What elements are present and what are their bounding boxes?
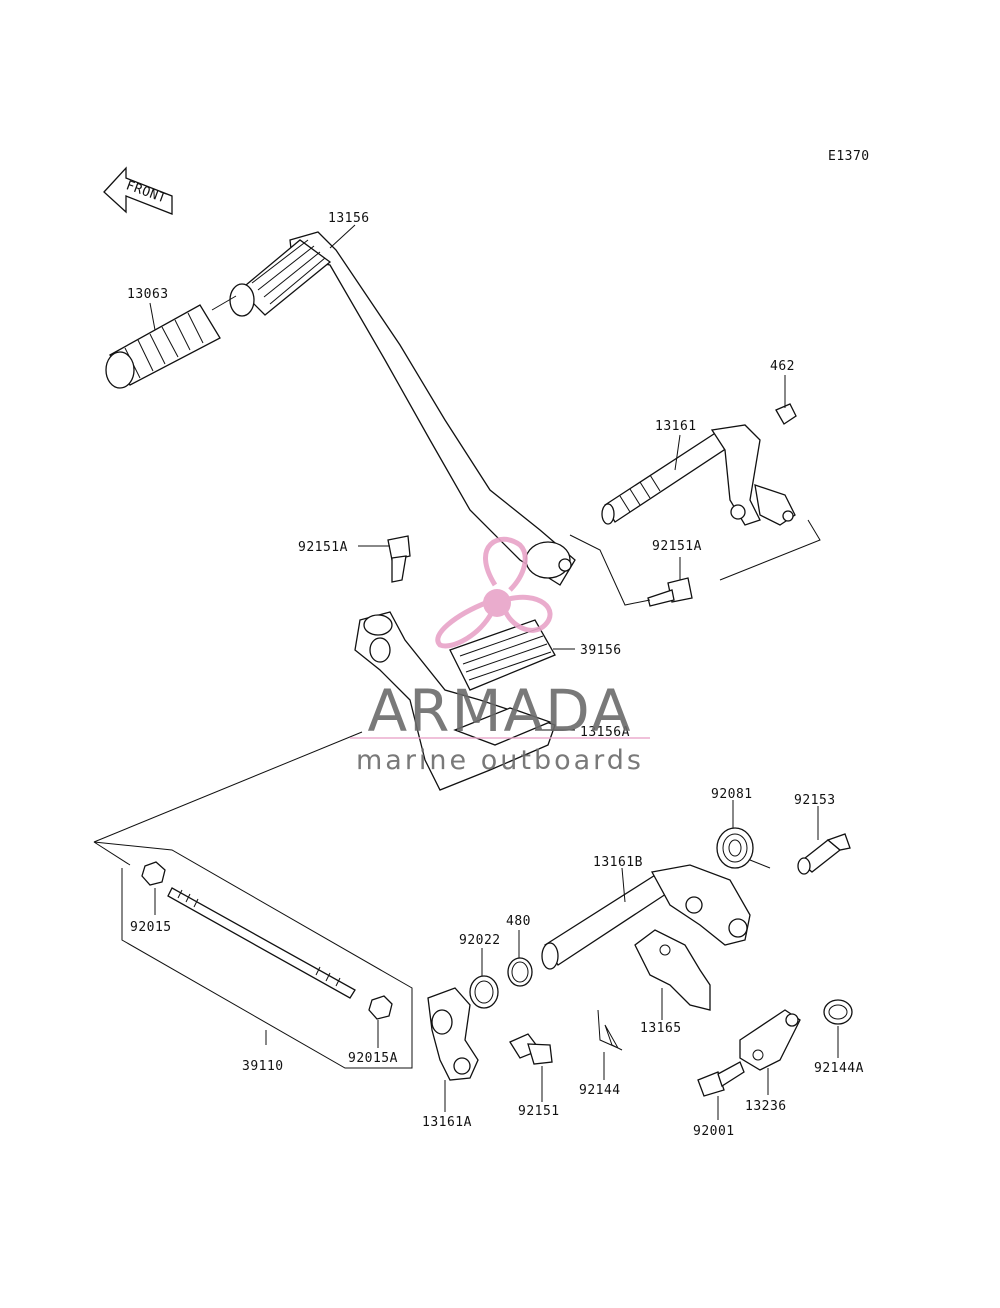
front-arrow-icon: FRONT — [103, 166, 173, 215]
pin-92153 — [797, 833, 851, 875]
armada-watermark: ARMADA marine outboards — [350, 536, 650, 776]
pedal-plate-13156a — [453, 707, 552, 746]
label-92015: 92015 — [130, 920, 172, 935]
label-13156a: 13156A — [580, 725, 630, 740]
spring-92144 — [597, 1009, 623, 1051]
label-13156: 13156 — [328, 211, 370, 226]
nut-92015a — [368, 995, 393, 1020]
watermark-tagline: marine outboards — [356, 745, 644, 776]
label-92151a-left: 92151A — [298, 540, 348, 555]
plate-13165 — [634, 929, 711, 1011]
shift-shaft-13161b — [541, 864, 751, 970]
tie-rod-39110 — [167, 887, 356, 999]
bolt-92151a-left — [387, 535, 411, 583]
lever-13236 — [739, 1009, 801, 1071]
clip-462 — [775, 403, 797, 425]
label-39156: 39156 — [580, 643, 622, 658]
label-92015a: 92015A — [348, 1051, 398, 1066]
shift-pedal-13156 — [289, 231, 576, 586]
foot-rubber-13063 — [105, 304, 221, 389]
arm-13161a — [427, 987, 479, 1081]
leader-lines — [93, 224, 839, 1120]
label-13161: 13161 — [655, 419, 697, 434]
watermark-brand: ARMADA — [367, 677, 632, 745]
bolt-92151 — [509, 1033, 553, 1065]
label-13236: 13236 — [745, 1099, 787, 1114]
label-92144: 92144 — [579, 1083, 621, 1098]
label-480: 480 — [506, 914, 531, 929]
spring-92144a — [823, 999, 853, 1025]
spring-92081 — [716, 827, 771, 869]
propeller-logo-icon — [435, 536, 553, 649]
shift-shaft-13161 — [601, 424, 796, 526]
pedal-pad-39156 — [449, 619, 556, 691]
label-92151a-right: 92151A — [652, 539, 702, 554]
bolt-92001 — [697, 1061, 745, 1097]
label-92001: 92001 — [693, 1124, 735, 1139]
label-92081: 92081 — [711, 787, 753, 802]
label-13161b: 13161B — [593, 855, 643, 870]
part-labels: 13156 13063 462 13161 92151A 92151A 3915… — [127, 211, 864, 1139]
label-13161a: 13161A — [422, 1115, 472, 1130]
label-13165: 13165 — [640, 1021, 682, 1036]
diagram-code: E1370 — [828, 149, 870, 164]
bolt-92151a-right — [647, 577, 693, 607]
label-39110: 39110 — [242, 1059, 284, 1074]
washer-92022 — [469, 975, 499, 1009]
circlip-480 — [507, 957, 533, 987]
label-13063: 13063 — [127, 287, 169, 302]
label-92022: 92022 — [459, 933, 501, 948]
label-92144a: 92144A — [814, 1061, 864, 1076]
nut-92015 — [141, 861, 166, 886]
label-92153: 92153 — [794, 793, 836, 808]
pedal-arm-lower — [354, 611, 556, 791]
label-462: 462 — [770, 359, 795, 374]
label-92151: 92151 — [518, 1104, 560, 1119]
peg-shaft — [229, 239, 332, 317]
